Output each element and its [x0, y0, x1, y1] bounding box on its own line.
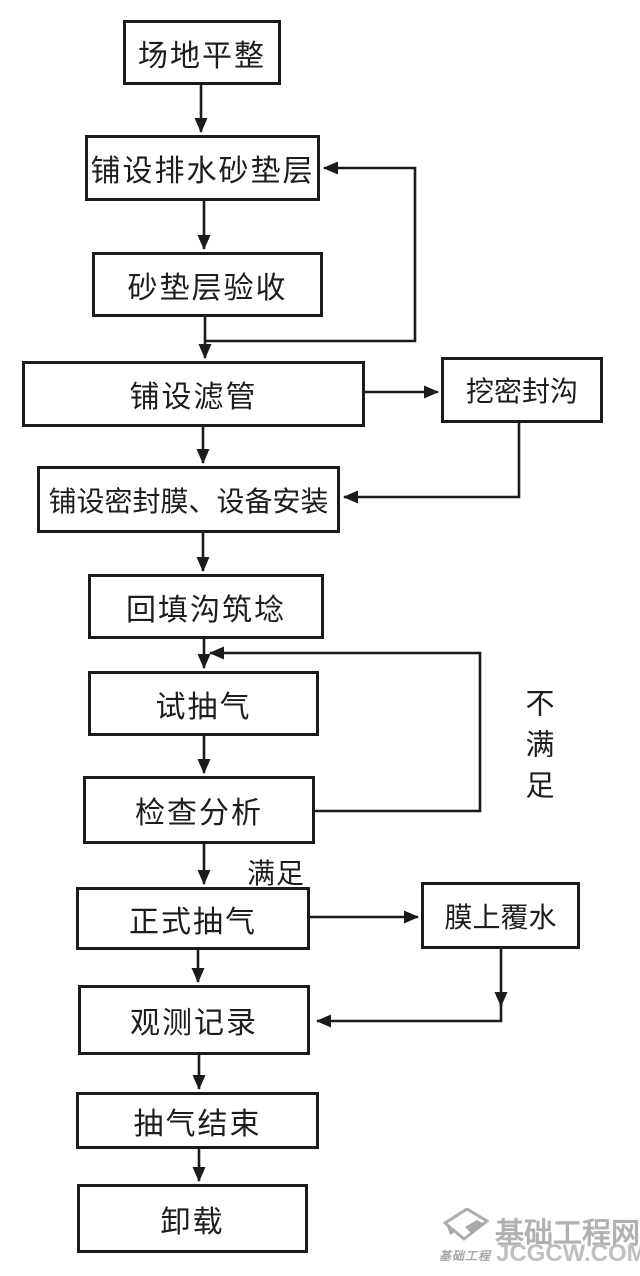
watermark-site-url: JCGCW.COM — [496, 1240, 640, 1267]
node-lay-filter-pipes: 铺设滤管 — [22, 361, 365, 427]
watermark-site-name: 基础工程网 — [495, 1218, 640, 1250]
node-backfill-trench-embankment: 回填沟筑埝 — [88, 574, 324, 639]
watermark: 基础工程 基础工程网 JCGCW.COM — [425, 1198, 640, 1274]
watermark-logo-text: 基础工程 — [439, 1249, 492, 1263]
node-inspection-analysis: 检查分析 — [83, 776, 315, 844]
node-trial-pumping: 试抽气 — [88, 671, 319, 736]
node-lay-drainage-sand-cushion: 铺设排水砂垫层 — [85, 135, 320, 201]
node-water-cover-on-membrane: 膜上覆水 — [421, 882, 580, 949]
node-sand-cushion-acceptance: 砂垫层验收 — [92, 252, 323, 317]
jcgcw-logo-icon — [443, 1208, 489, 1241]
edge-label-not-satisfied: 不满足 — [521, 688, 553, 811]
node-pumping-end: 抽气结束 — [76, 1092, 319, 1149]
edge-label-satisfied: 满足 — [247, 859, 306, 890]
node-site-leveling: 场地平整 — [123, 20, 281, 85]
node-formal-pumping: 正式抽气 — [76, 887, 310, 950]
node-observation-record: 观测记录 — [78, 985, 310, 1055]
node-unloading: 卸载 — [77, 1184, 308, 1253]
node-lay-sealing-membrane-install: 铺设密封膜、设备安装 — [37, 466, 340, 533]
node-dig-sealing-trench: 挖密封沟 — [441, 357, 603, 423]
